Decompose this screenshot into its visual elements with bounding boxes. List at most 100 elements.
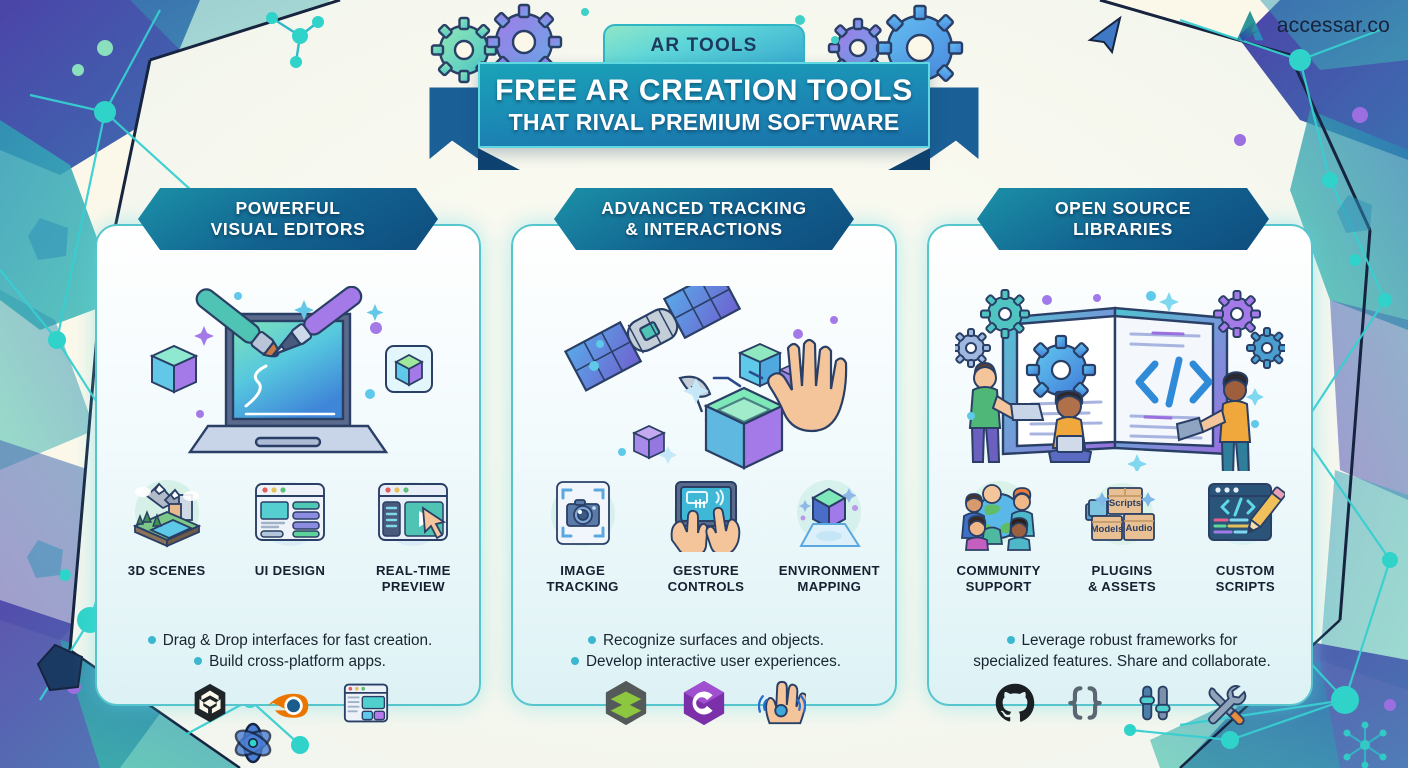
github-logo-icon[interactable] bbox=[989, 678, 1041, 728]
brand-row-2 bbox=[513, 678, 895, 728]
band-line1: POWERFUL bbox=[235, 197, 341, 218]
accessar-a-mark-icon bbox=[1236, 10, 1264, 42]
feature-label-line1: PLUGINS bbox=[1091, 563, 1153, 578]
hero-open-book-illustration bbox=[929, 282, 1311, 474]
tablet-touch-hands-icon bbox=[668, 476, 744, 554]
bullet-text: Drag & Drop interfaces for fast creation… bbox=[162, 632, 433, 649]
feature-label-line1: 3D SCENES bbox=[127, 563, 206, 578]
feature-real-time-preview[interactable]: REAL-TIME PREVIEW bbox=[352, 476, 475, 594]
atom-icon bbox=[234, 722, 272, 764]
feature-label-line2: MAPPING bbox=[797, 578, 862, 594]
preview-play-cursor-icon bbox=[375, 476, 451, 554]
feature-label-line1: UI DESIGN bbox=[254, 563, 326, 578]
feature-label-line2: SCRIPTS bbox=[1215, 578, 1276, 594]
band-line1: ADVANCED TRACKING bbox=[601, 197, 807, 218]
unity-logo-icon[interactable] bbox=[184, 678, 236, 728]
hand-tracking-icon[interactable] bbox=[756, 678, 808, 728]
feature-label-line2: CONTROLS bbox=[667, 578, 745, 594]
bullet-text: Recognize surfaces and objects. bbox=[602, 632, 825, 649]
bullet-text: Develop interactive user experiences. bbox=[585, 652, 842, 670]
small-cube-icon bbox=[631, 424, 667, 459]
hero-satellite-illustration bbox=[513, 282, 895, 474]
tools-wrench-screwdriver-icon[interactable] bbox=[1199, 678, 1251, 728]
hero-laptop-illustration bbox=[97, 282, 479, 474]
bullet-dot bbox=[587, 635, 596, 644]
main-title-line1: FREE AR CREATION TOOLS bbox=[495, 74, 913, 108]
bullet-dot bbox=[570, 656, 579, 665]
brand-row-1 bbox=[97, 678, 479, 728]
feature-gesture-controls[interactable]: GESTURE CONTROLS bbox=[644, 476, 767, 594]
blender-logo-icon[interactable] bbox=[262, 678, 314, 728]
feature-label-line2: SUPPORT bbox=[965, 578, 1032, 594]
feature-label-line1: CUSTOM bbox=[1215, 563, 1275, 578]
camera-scan-frame-icon bbox=[545, 476, 621, 554]
band-advanced-tracking-interactions: ADVANCED TRACKING & INTERACTIONS bbox=[554, 188, 854, 250]
bullet-dot bbox=[194, 656, 203, 665]
laptop-with-paintbrush-and-pen-icon bbox=[149, 285, 433, 453]
feature-label-line1: REAL-TIME bbox=[375, 563, 451, 578]
feature-label-line1: ENVIRONMENT bbox=[778, 563, 880, 578]
feature-environment-mapping[interactable]: ENVIRONMENT MAPPING bbox=[768, 476, 891, 594]
band-line2: VISUAL EDITORS bbox=[210, 219, 366, 239]
asset-box-label-models: Models bbox=[1091, 524, 1124, 535]
columns-container: 3D SCENES bbox=[0, 188, 1408, 728]
feature-community-support[interactable]: COMMUNITY SUPPORT bbox=[937, 476, 1060, 594]
feature-label-line2: PREVIEW bbox=[381, 578, 445, 594]
open-book-with-gears-and-developers-icon bbox=[955, 288, 1285, 471]
feature-row-3: COMMUNITY SUPPORT bbox=[937, 476, 1307, 594]
asset-box-label-audio: Audio bbox=[1126, 523, 1153, 534]
band-line2: & INTERACTIONS bbox=[625, 219, 783, 239]
asset-box-label-scripts: Scripts bbox=[1109, 498, 1141, 509]
main-title-ribbon: FREE AR CREATION TOOLS THAT RIVAL PREMIU… bbox=[478, 62, 930, 148]
bullets-1: Drag & Drop interfaces for fast creation… bbox=[107, 631, 473, 673]
feature-label-line1: IMAGE bbox=[560, 563, 606, 578]
curly-braces-icon[interactable] bbox=[1059, 678, 1111, 728]
asset-boxes-icon: Scripts Models Audio bbox=[1082, 476, 1162, 554]
brand-logo[interactable]: accessar.co bbox=[1232, 8, 1390, 44]
brand-row-3 bbox=[929, 678, 1311, 728]
band-powerful-visual-editors: POWERFUL VISUAL EDITORS bbox=[138, 188, 438, 250]
ui-layout-window-icon bbox=[252, 476, 328, 554]
ar-tools-tab-label: AR TOOLS bbox=[650, 35, 758, 56]
cube-on-plane-map-icon bbox=[791, 476, 867, 554]
card-advanced-tracking-interactions: IMAGE TRACKING bbox=[511, 224, 897, 726]
wikitude-c-logo-icon[interactable] bbox=[678, 678, 730, 728]
3d-terrain-scene-icon bbox=[129, 476, 205, 554]
sliders-icon[interactable] bbox=[1129, 678, 1181, 728]
gradient-cube-icon bbox=[149, 344, 199, 394]
feature-row-1: 3D SCENES bbox=[105, 476, 475, 594]
feature-label-line2: & ASSETS bbox=[1087, 578, 1157, 594]
bullets-3: Leverage robust frameworks for specializ… bbox=[939, 631, 1305, 673]
paper-plane-icon bbox=[1087, 15, 1122, 55]
card-powerful-visual-editors: 3D SCENES bbox=[95, 224, 481, 723]
vuforia-hexagon-logo-icon[interactable] bbox=[600, 678, 652, 728]
satellite-hand-and-cubes-icon bbox=[563, 285, 848, 470]
network-nodes-icon bbox=[1343, 721, 1387, 768]
feature-custom-scripts[interactable]: CUSTOM SCRIPTS bbox=[1184, 476, 1307, 594]
feature-3d-scenes[interactable]: 3D SCENES bbox=[105, 476, 228, 594]
card-open-source-libraries: COMMUNITY SUPPORT bbox=[927, 224, 1313, 725]
editor-window-icon[interactable] bbox=[340, 678, 392, 728]
feature-ui-design[interactable]: UI DESIGN bbox=[228, 476, 351, 594]
feature-label-line2: TRACKING bbox=[546, 578, 619, 594]
small-cube-icon bbox=[737, 342, 783, 387]
bullet-text: specialized features. Share and collabor… bbox=[973, 652, 1271, 670]
feature-row-2: IMAGE TRACKING bbox=[521, 476, 891, 594]
bullet-dot bbox=[1006, 635, 1015, 644]
brand-logo-text: accessar.co bbox=[1276, 14, 1390, 37]
bullet-text: Build cross-platform apps. bbox=[209, 652, 386, 670]
feature-plugins-assets[interactable]: Scripts Models Audio PLUGINS & ASSETS bbox=[1060, 476, 1183, 594]
community-globe-people-icon bbox=[959, 476, 1039, 554]
bullets-2: Recognize surfaces and objects. Develop … bbox=[523, 631, 889, 673]
feature-label-line1: GESTURE bbox=[672, 563, 740, 578]
feature-label-line1: COMMUNITY bbox=[956, 563, 1041, 578]
band-open-source-libraries: OPEN SOURCE LIBRARIES bbox=[977, 188, 1269, 250]
feature-image-tracking[interactable]: IMAGE TRACKING bbox=[521, 476, 644, 594]
bullet-text: Leverage robust frameworks for bbox=[1021, 632, 1238, 649]
band-line2: LIBRARIES bbox=[1073, 219, 1173, 239]
code-window-pencil-icon bbox=[1205, 476, 1286, 554]
main-title-line2: THAT RIVAL PREMIUM SOFTWARE bbox=[508, 108, 900, 135]
band-line1: OPEN SOURCE bbox=[1054, 197, 1192, 218]
header: AR TOOLS FREE AR CREATION TOOLS THAT RIV… bbox=[0, 0, 1408, 180]
